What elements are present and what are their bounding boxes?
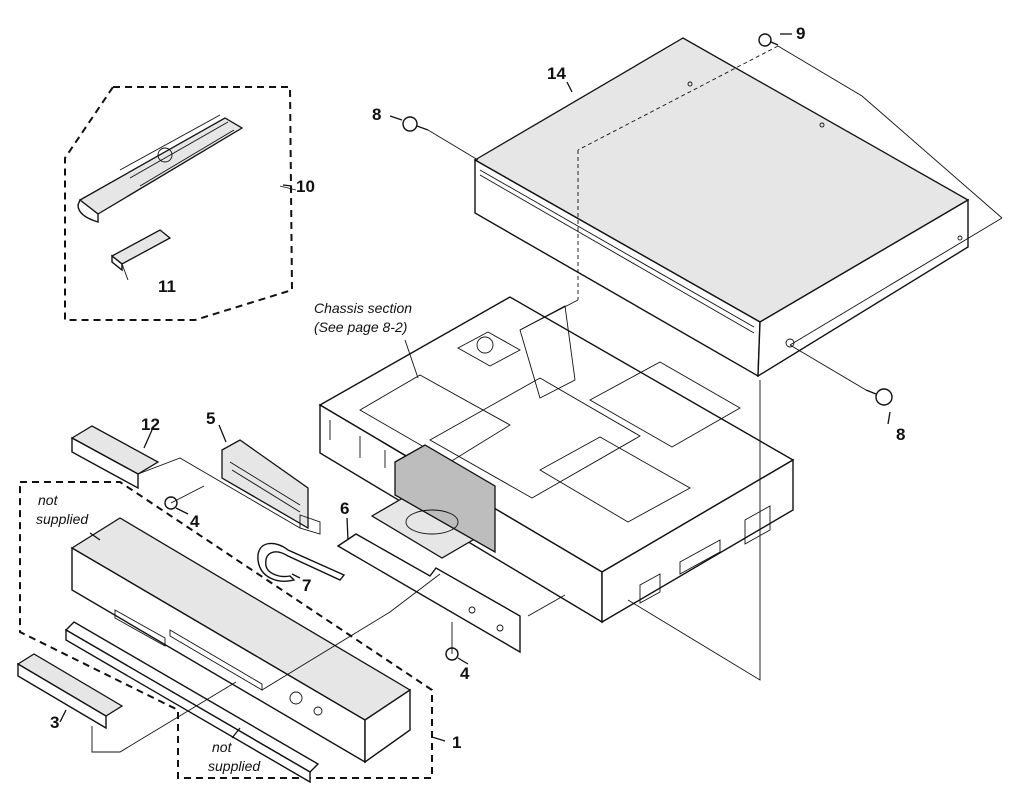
screw-8-right xyxy=(865,388,893,406)
note-not-supplied-top-1: not xyxy=(38,492,59,508)
label-part-12: 12 xyxy=(141,415,160,434)
label-part-11: 11 xyxy=(158,277,176,296)
remote-control xyxy=(77,114,244,223)
front-panel xyxy=(70,517,412,764)
note-chassis-section: Chassis section xyxy=(314,300,412,316)
note-see-page: (See page 8-2) xyxy=(314,319,407,335)
label-part-6: 6 xyxy=(340,499,349,518)
battery-cover xyxy=(110,229,172,272)
screw-9 xyxy=(758,33,779,47)
accessory-group-box xyxy=(64,86,294,321)
plate-6 xyxy=(336,533,521,654)
label-part-5: 5 xyxy=(206,409,215,428)
note-not-supplied-bottom-2: supplied xyxy=(208,758,261,774)
door-3 xyxy=(16,653,124,730)
screw-8-left xyxy=(402,116,429,132)
note-not-supplied-top-2: supplied xyxy=(36,511,89,527)
label-part-10: 10 xyxy=(296,177,315,196)
label-part-3: 3 xyxy=(50,713,59,732)
label-part-14: 14 xyxy=(547,64,566,83)
flat-cable xyxy=(257,542,346,582)
label-part-1: 1 xyxy=(452,733,461,752)
label-part-4-upper: 4 xyxy=(190,512,200,531)
board-5 xyxy=(221,439,321,535)
note-not-supplied-bottom-1: not xyxy=(212,739,233,755)
label-part-9: 9 xyxy=(796,24,805,43)
top-cover xyxy=(473,37,970,378)
bracket-12 xyxy=(70,425,160,490)
label-part-4-lower: 4 xyxy=(460,664,470,683)
label-part-8-left: 8 xyxy=(372,105,381,124)
label-part-7: 7 xyxy=(302,576,311,595)
assembly-lines xyxy=(91,45,1003,753)
label-part-8-right: 8 xyxy=(896,425,905,444)
chassis xyxy=(318,296,795,624)
front-strip-not-supplied xyxy=(64,621,320,784)
